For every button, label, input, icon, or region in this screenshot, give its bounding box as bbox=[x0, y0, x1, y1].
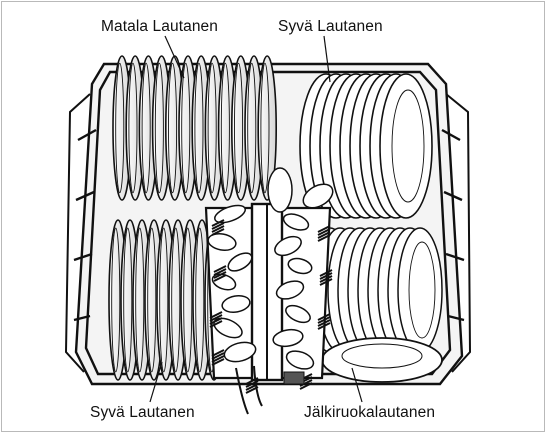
deep-plates-bottom-group bbox=[109, 220, 223, 380]
deep-plates-bottom-label: Syvä Lautanen bbox=[90, 404, 195, 422]
utensil-handle-dark bbox=[284, 372, 304, 384]
dessert-plates-label: Jälkiruokalautanen bbox=[304, 404, 435, 422]
deep-plates-top-label: Syvä Lautanen bbox=[278, 18, 383, 36]
flat-plates-group bbox=[113, 56, 276, 200]
dessert-bowl bbox=[322, 338, 442, 382]
spoon-icon bbox=[268, 168, 292, 212]
flat-plates-label: Matala Lautanen bbox=[101, 18, 218, 36]
